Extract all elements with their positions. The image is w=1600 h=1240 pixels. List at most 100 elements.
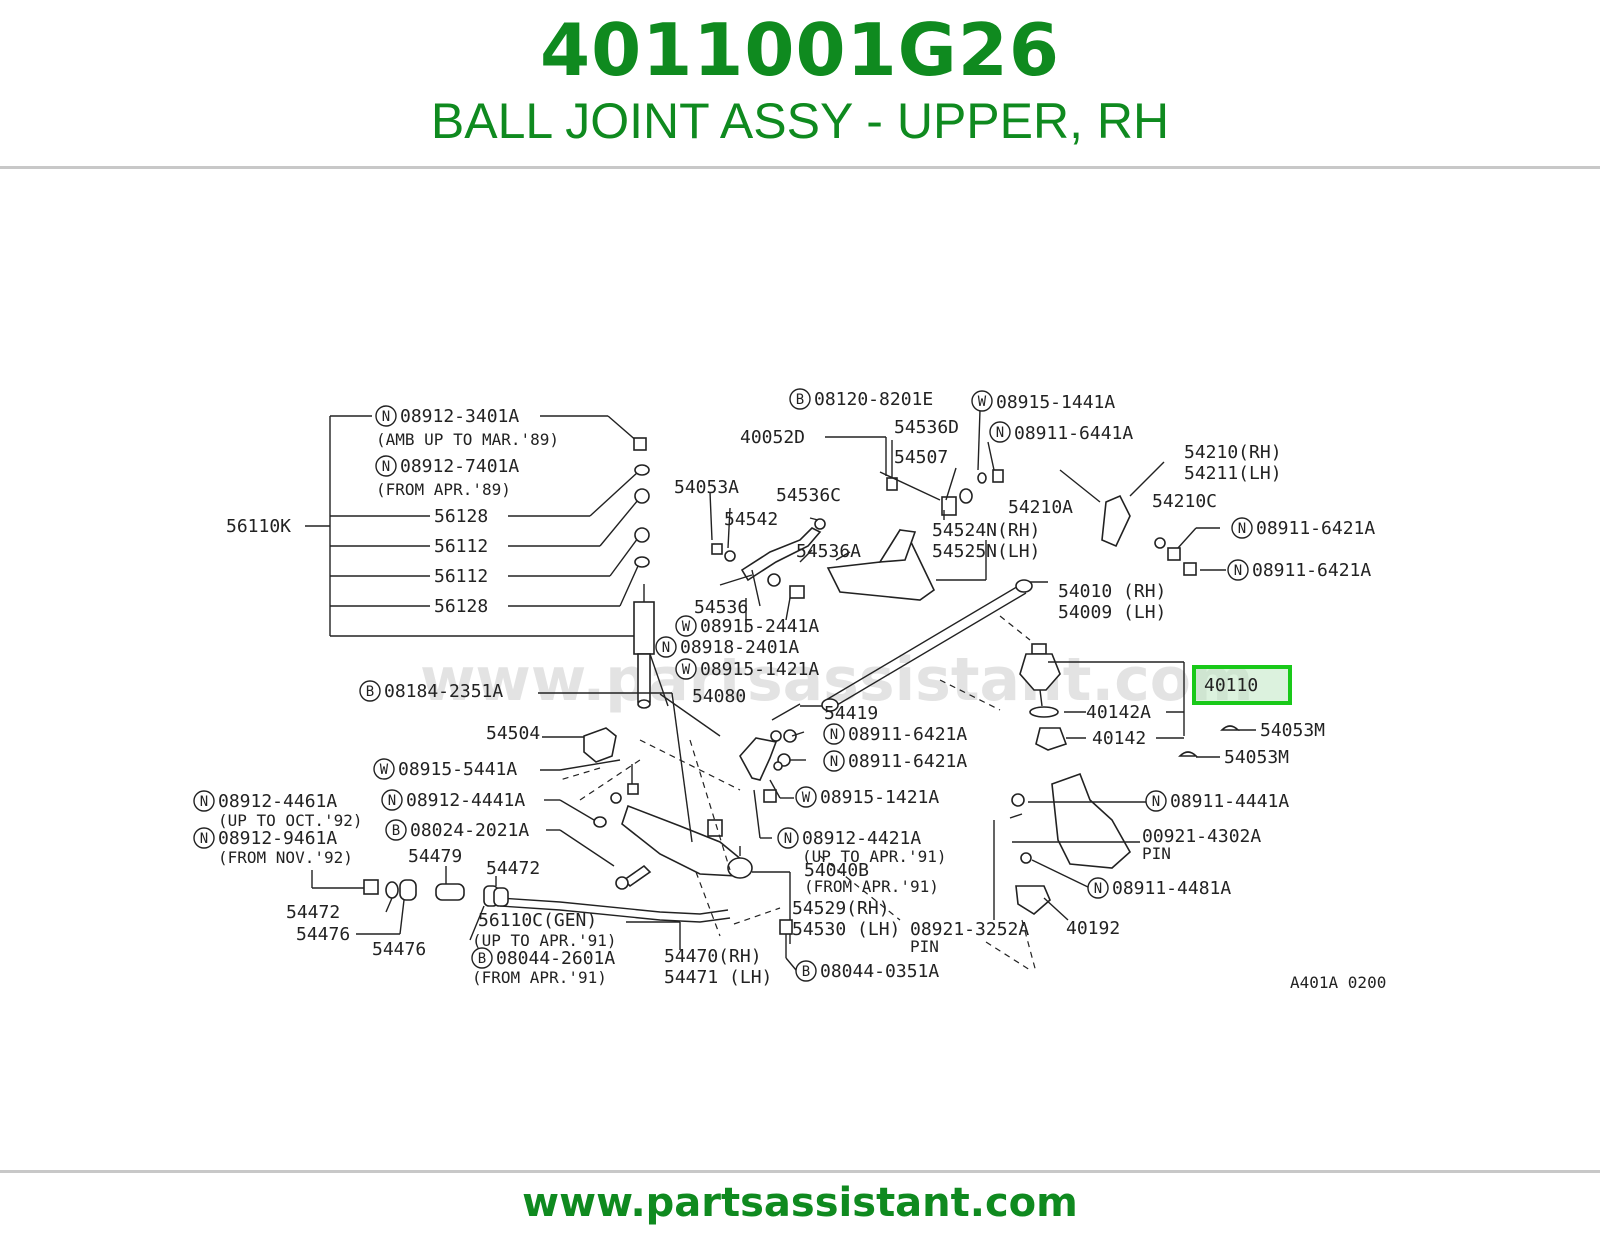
svg-text:N: N xyxy=(784,831,792,847)
label: 54530 (LH) xyxy=(792,919,900,940)
label: 40192 xyxy=(1066,918,1120,939)
label: 54525N(LH) xyxy=(932,541,1040,562)
svg-text:W: W xyxy=(802,790,811,806)
label: 54536D xyxy=(894,417,959,438)
label: (UP TO APR.'91) xyxy=(802,847,947,866)
label: 08024-2021A xyxy=(410,820,529,841)
label: 08184-2351A xyxy=(384,681,503,702)
label: 56128 xyxy=(434,506,488,527)
svg-text:W: W xyxy=(682,619,691,635)
label: 54040B xyxy=(804,860,869,881)
label: 56110K xyxy=(226,516,291,537)
bushings-group xyxy=(311,866,797,971)
label: 40142A xyxy=(1086,702,1151,723)
svg-text:W: W xyxy=(380,762,389,778)
header: 4011001G26 BALL JOINT ASSY - UPPER, RH xyxy=(0,0,1600,168)
svg-text:B: B xyxy=(796,392,804,408)
label: (AMB UP TO MAR.'89) xyxy=(376,430,559,449)
svg-text:N: N xyxy=(662,640,670,656)
label: 56112 xyxy=(434,536,488,557)
label: 54507 xyxy=(894,447,948,468)
label: 56112 xyxy=(434,566,488,587)
part-title: BALL JOINT ASSY - UPPER, RH xyxy=(430,93,1170,149)
label: (FROM APR.'89) xyxy=(376,480,511,499)
diagram-code: A401A 0200 xyxy=(1290,973,1386,992)
svg-text:N: N xyxy=(1238,521,1246,537)
label: 54536C xyxy=(776,485,841,506)
label: 54472 xyxy=(486,858,540,879)
lower-arm-group xyxy=(499,653,901,944)
label: 08912-7401A xyxy=(400,456,519,477)
svg-text:B: B xyxy=(478,951,486,967)
svg-text:W: W xyxy=(682,662,691,678)
label: 08911-6421A xyxy=(848,724,967,745)
label: (FROM NOV.'92) xyxy=(218,848,353,867)
label: 54479 xyxy=(408,846,462,867)
label: 08120-8201E xyxy=(814,389,933,410)
label: 08912-4441A xyxy=(406,790,525,811)
svg-text:N: N xyxy=(830,754,838,770)
svg-text:N: N xyxy=(382,409,390,425)
upper-control-arm-group xyxy=(711,436,1197,601)
label: 08912-9461A xyxy=(218,828,337,849)
label: 54529(RH) xyxy=(792,898,890,919)
footer-divider xyxy=(0,1170,1600,1173)
label: 54053M xyxy=(1224,747,1289,768)
label: 08911-6421A xyxy=(1252,560,1371,581)
label: 54476 xyxy=(296,924,350,945)
label: 54010 (RH) xyxy=(1058,581,1166,602)
shock-absorber-group xyxy=(305,415,655,709)
label: 40052D xyxy=(740,427,805,448)
label: 08915-1421A xyxy=(700,659,819,680)
label: (UP TO APR.'91) xyxy=(472,931,617,950)
label: 08912-4421A xyxy=(802,828,921,849)
svg-text:W: W xyxy=(978,394,987,410)
label: 08911-6421A xyxy=(1256,518,1375,539)
label: 08921-3252A xyxy=(910,919,1029,940)
label: 08915-2441A xyxy=(700,616,819,637)
label: 54210(RH) xyxy=(1184,442,1282,463)
svg-text:N: N xyxy=(1152,794,1160,810)
svg-text:N: N xyxy=(830,727,838,743)
label: 08911-6421A xyxy=(848,751,967,772)
label: 54210A xyxy=(1008,497,1073,518)
svg-text:B: B xyxy=(392,823,400,839)
label: 08915-5441A xyxy=(398,759,517,780)
label: 08918-2401A xyxy=(680,637,799,658)
part-number: 4011001G26 xyxy=(540,8,1060,92)
label: 08915-1441A xyxy=(996,392,1115,413)
svg-text:N: N xyxy=(1094,881,1102,897)
upper-ball-joint-group xyxy=(939,615,1185,751)
part-labels: 08912-3401A (AMB UP TO MAR.'89) 08912-74… xyxy=(218,389,1386,992)
label: 08044-0351A xyxy=(820,961,939,982)
svg-text:N: N xyxy=(200,831,208,847)
label: 54504 xyxy=(486,723,540,744)
label: 40142 xyxy=(1092,728,1146,749)
svg-text:N: N xyxy=(388,793,396,809)
label: 08911-4481A xyxy=(1112,878,1231,899)
footer-url-link[interactable]: www.partsassistant.com xyxy=(522,1180,1078,1226)
header-divider xyxy=(0,166,1600,169)
label: 54470(RH) xyxy=(664,946,762,967)
svg-text:B: B xyxy=(802,964,810,980)
label: 08912-4461A xyxy=(218,791,337,812)
label: (FROM APR.'91) xyxy=(804,877,939,896)
label: 54053M xyxy=(1260,720,1325,741)
label: 54536A xyxy=(796,541,861,562)
label: 54419 xyxy=(824,703,878,724)
label: 54476 xyxy=(372,939,426,960)
highlighted-part-box[interactable] xyxy=(1192,665,1292,705)
label: 54009 (LH) xyxy=(1058,602,1166,623)
label: PIN xyxy=(1142,844,1171,863)
svg-text:B: B xyxy=(366,684,374,700)
svg-text:N: N xyxy=(996,425,1004,441)
caps-group xyxy=(1178,725,1256,758)
label: 54472 xyxy=(286,902,340,923)
label: 54524N(RH) xyxy=(932,520,1040,541)
svg-text:N: N xyxy=(1234,563,1242,579)
label: 08911-4441A xyxy=(1170,791,1289,812)
highlighted-part-label[interactable]: 40110 xyxy=(1204,675,1258,696)
svg-text:N: N xyxy=(200,794,208,810)
label: 54210C xyxy=(1152,491,1217,512)
